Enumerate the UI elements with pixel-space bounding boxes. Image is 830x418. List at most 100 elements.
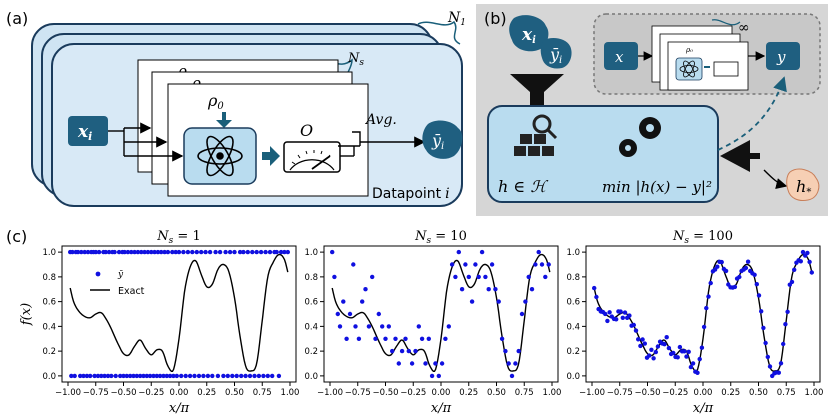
data-point bbox=[332, 274, 337, 280]
data-point bbox=[463, 262, 468, 267]
chart-title-sub: s bbox=[169, 236, 174, 246]
data-point bbox=[167, 373, 173, 379]
data-point bbox=[798, 259, 803, 264]
data-point bbox=[433, 361, 438, 366]
data-point bbox=[78, 373, 83, 379]
data-point bbox=[147, 373, 153, 379]
data-point bbox=[666, 345, 672, 351]
data-point bbox=[745, 259, 751, 264]
data-point bbox=[205, 373, 211, 379]
data-point bbox=[234, 373, 239, 379]
data-point bbox=[122, 249, 127, 255]
data-point bbox=[546, 262, 551, 267]
output-yi-blob bbox=[422, 120, 463, 159]
data-point bbox=[383, 336, 388, 341]
data-point bbox=[386, 324, 391, 329]
chart-title: Ns = 10 bbox=[414, 229, 467, 246]
data-point bbox=[469, 299, 475, 304]
data-point bbox=[376, 311, 381, 317]
x-tick-label: 0.50 bbox=[225, 388, 244, 398]
loop-system-box bbox=[675, 57, 703, 81]
data-point bbox=[594, 294, 599, 300]
data-point bbox=[181, 249, 186, 255]
output-funnel-icon bbox=[720, 140, 750, 172]
data-point bbox=[807, 259, 812, 265]
data-point bbox=[439, 361, 445, 366]
data-point bbox=[70, 249, 75, 255]
data-point bbox=[149, 249, 154, 255]
data-point bbox=[201, 373, 206, 379]
loop-atom-icon bbox=[679, 60, 699, 78]
result-h-label: h* bbox=[796, 177, 811, 198]
y-tick-label: 0.4 bbox=[42, 322, 56, 332]
panel-b-label: (b) bbox=[484, 9, 507, 28]
n1-brace bbox=[417, 20, 461, 45]
y-tick-label: 0.6 bbox=[304, 298, 318, 308]
data-point bbox=[697, 356, 702, 362]
data-point bbox=[620, 315, 625, 320]
x-tick-label: 0.00 bbox=[432, 388, 451, 398]
data-point bbox=[446, 324, 451, 329]
data-point bbox=[754, 282, 759, 287]
data-point bbox=[241, 249, 246, 255]
data-point bbox=[664, 335, 669, 340]
data-point bbox=[684, 354, 689, 359]
data-point bbox=[142, 249, 147, 255]
data-point bbox=[353, 324, 358, 329]
data-point bbox=[413, 348, 418, 354]
y-tick-label: 0.0 bbox=[566, 372, 580, 382]
data-point bbox=[636, 337, 641, 342]
data-point bbox=[393, 336, 398, 341]
data-point bbox=[706, 294, 711, 299]
x-tick-label: 0.25 bbox=[721, 388, 740, 398]
data-point bbox=[443, 336, 448, 341]
data-point bbox=[85, 249, 91, 255]
data-point bbox=[436, 373, 441, 379]
data-point bbox=[699, 345, 705, 350]
data-point bbox=[523, 299, 528, 304]
data-point bbox=[82, 249, 87, 255]
y-tick-label: 0.4 bbox=[304, 322, 318, 332]
data-point bbox=[187, 373, 193, 379]
data-point bbox=[75, 249, 81, 255]
x-tick-label: 0.00 bbox=[694, 388, 713, 398]
panel-c-label: (c) bbox=[6, 227, 27, 246]
data-point bbox=[671, 350, 676, 356]
data-point bbox=[227, 249, 233, 255]
data-point bbox=[403, 336, 408, 341]
data-point bbox=[614, 317, 619, 322]
chart-title: Ns = 1 bbox=[156, 229, 200, 246]
loop-y-label: y bbox=[776, 48, 786, 66]
data-point bbox=[809, 270, 814, 275]
data-point bbox=[88, 373, 93, 379]
data-point bbox=[199, 249, 204, 255]
data-point bbox=[335, 311, 340, 317]
data-point bbox=[419, 336, 425, 341]
chart-title-eq: = 100 bbox=[689, 229, 733, 244]
data-point bbox=[239, 373, 244, 379]
data-point bbox=[360, 299, 365, 304]
data-point bbox=[263, 249, 268, 255]
data-point bbox=[366, 324, 372, 329]
x-tick-label: −0.75 bbox=[83, 388, 109, 398]
data-point bbox=[179, 373, 184, 379]
data-point bbox=[605, 318, 610, 324]
data-point bbox=[449, 262, 455, 267]
data-point bbox=[183, 373, 188, 379]
data-point bbox=[282, 249, 287, 255]
data-point bbox=[95, 373, 101, 379]
result-arrow bbox=[763, 169, 788, 190]
data-point bbox=[607, 310, 612, 315]
x-tick-label: −1.00 bbox=[317, 388, 343, 398]
data-point bbox=[196, 373, 202, 379]
data-point bbox=[695, 370, 700, 375]
x-axis-label: x/π bbox=[169, 401, 190, 416]
data-point bbox=[132, 249, 137, 255]
data-point bbox=[603, 311, 608, 317]
data-point bbox=[506, 361, 511, 366]
x-tick-label: −1.00 bbox=[579, 388, 605, 398]
data-point bbox=[373, 336, 378, 341]
data-point bbox=[677, 344, 683, 350]
data-point bbox=[416, 324, 421, 329]
